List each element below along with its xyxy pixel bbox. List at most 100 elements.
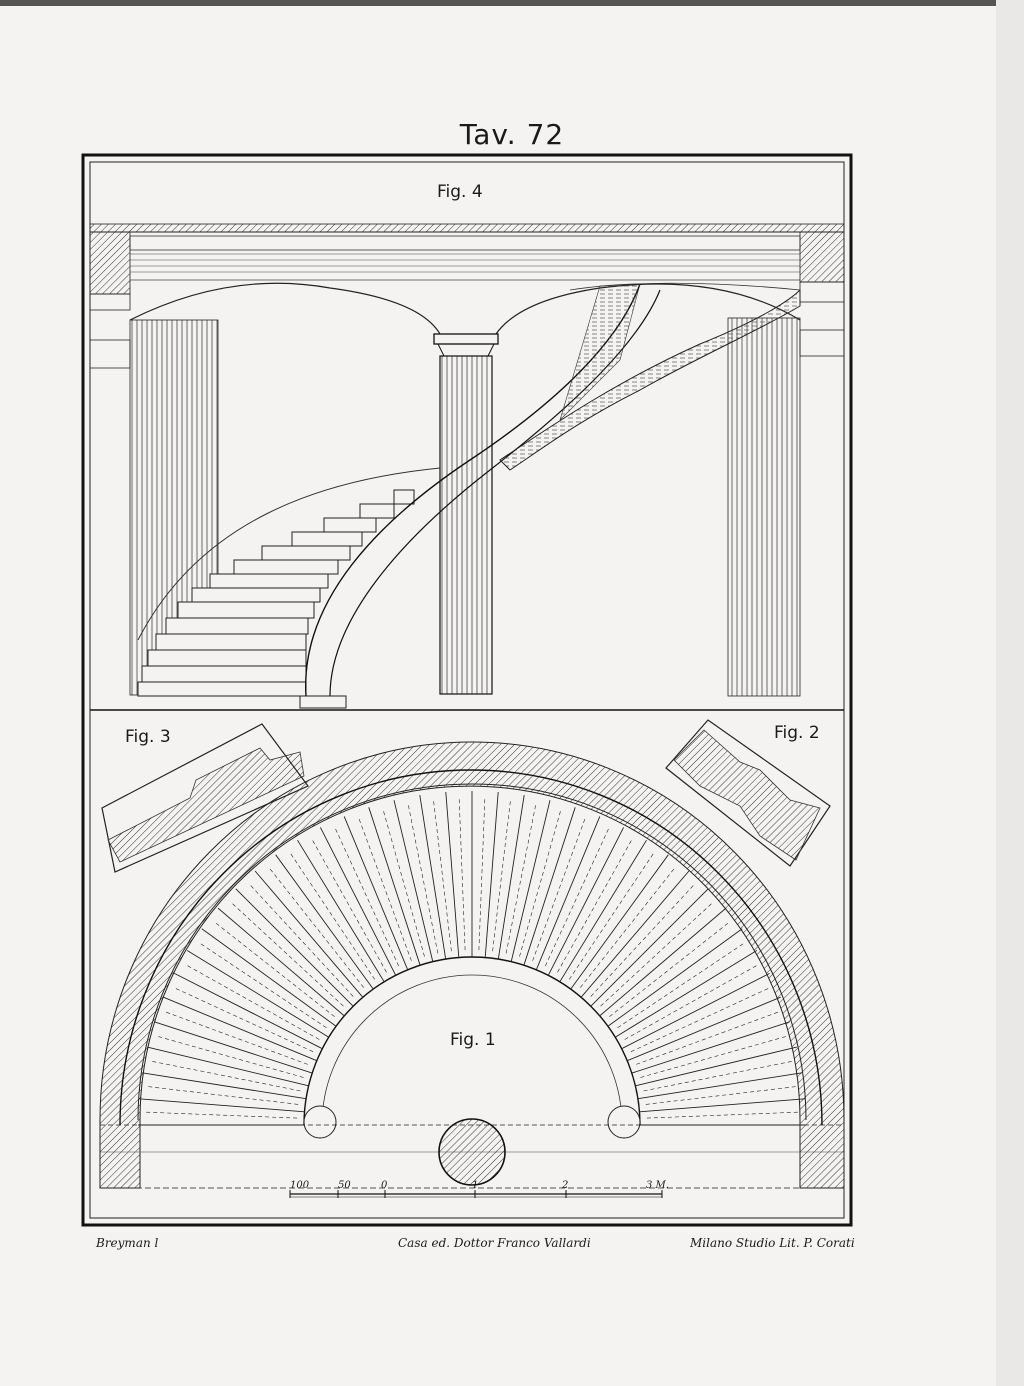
outer-frame: [81, 153, 853, 1227]
tread-line: [393, 800, 434, 962]
tread-line: [186, 950, 330, 1038]
fig2-tread-profile: [665, 719, 831, 867]
tread-nosing-line: [433, 799, 452, 952]
tread-line: [547, 827, 625, 976]
tread-line: [201, 928, 337, 1027]
scale-bar: [289, 1190, 663, 1198]
tread-line: [154, 1021, 313, 1074]
tread-nosing-line: [334, 826, 399, 967]
tread-nosing-line: [173, 987, 314, 1052]
tread-line: [275, 854, 374, 990]
tread-line: [535, 816, 601, 970]
tread-line: [559, 839, 647, 983]
tread-line: [138, 1098, 305, 1113]
tread-line: [254, 870, 364, 998]
tread-line: [484, 791, 499, 958]
tread-line: [419, 795, 447, 960]
tread-nosing-line: [199, 942, 327, 1029]
tread-line: [570, 854, 669, 990]
tread-nosing-line: [600, 902, 714, 1007]
tread-line: [235, 888, 354, 1007]
scale-label-3m: 3 M.: [646, 1180, 669, 1191]
tread-line: [174, 972, 323, 1050]
tread-line: [614, 950, 758, 1038]
tread-line: [343, 816, 409, 970]
tread-line: [147, 1046, 309, 1087]
tread-line: [590, 888, 709, 1007]
credit-lithographer: Milano Studio Lit. P. Corati: [690, 1236, 855, 1250]
fig3-label: Fig. 3: [125, 727, 171, 747]
tread-line: [319, 827, 397, 976]
tread-nosing-line: [458, 797, 466, 951]
plate-title: Tav. 72: [459, 118, 565, 151]
scale-label-0: 0: [381, 1180, 388, 1191]
tread-nosing-line: [185, 964, 320, 1040]
scale-label-100: 100: [290, 1180, 310, 1191]
fig1-plan: [99, 741, 845, 1189]
tread-nosing-line: [590, 883, 695, 997]
tread-nosing-line: [645, 1086, 798, 1105]
tread-nosing-line: [646, 1111, 800, 1119]
tread-line: [637, 1072, 802, 1100]
tread-nosing-line: [532, 817, 586, 961]
page-top-edge: [0, 0, 1024, 6]
tread-line: [580, 870, 690, 998]
tread-nosing-line: [624, 964, 759, 1040]
fig1-label: Fig. 1: [450, 1030, 496, 1050]
tread-line: [163, 996, 317, 1062]
tread-line: [510, 800, 551, 962]
tread-nosing-line: [640, 1035, 788, 1078]
tread-line: [142, 1072, 307, 1100]
tread-nosing-line: [358, 817, 412, 961]
tread-nosing-line: [568, 852, 655, 980]
tread-nosing-line: [249, 883, 354, 997]
tread-nosing-line: [609, 921, 730, 1017]
tread-nosing-line: [580, 867, 676, 988]
tread-nosing-line: [144, 1111, 298, 1119]
tread-nosing-line: [407, 803, 439, 954]
tread-nosing-line: [630, 987, 771, 1052]
tread-nosing-line: [478, 797, 486, 951]
tread-nosing-line: [146, 1086, 299, 1105]
tread-line: [635, 1046, 797, 1087]
page-right-edge: [996, 0, 1024, 1386]
tread-line: [217, 907, 345, 1017]
tread-line: [368, 807, 421, 966]
tread-nosing-line: [214, 921, 335, 1017]
tread-line: [297, 839, 385, 983]
tread-line: [599, 907, 727, 1017]
tread-nosing-line: [230, 902, 344, 1007]
scale-label-2: 2: [562, 1180, 569, 1191]
fig4-elevation: [89, 223, 845, 711]
tread-nosing-line: [617, 942, 745, 1029]
tread-nosing-line: [289, 852, 376, 980]
tread-line: [523, 807, 576, 966]
tread-nosing-line: [382, 809, 425, 957]
tread-nosing-line: [557, 838, 633, 973]
tread-nosing-line: [519, 809, 562, 957]
tread-line: [621, 972, 770, 1050]
tread-nosing-line: [156, 1035, 304, 1078]
tread-line: [639, 1098, 806, 1113]
tread-nosing-line: [164, 1011, 308, 1065]
tread-line: [445, 791, 460, 958]
scale-label-1: 1: [472, 1180, 479, 1191]
fig2-label: Fig. 2: [774, 723, 820, 743]
tread-nosing-line: [311, 838, 387, 973]
scale-label-50: 50: [338, 1180, 351, 1191]
tread-nosing-line: [505, 803, 537, 954]
tread-nosing-line: [268, 867, 364, 988]
tread-line: [497, 795, 525, 960]
fig4-label: Fig. 4: [437, 182, 483, 202]
tread-nosing-line: [636, 1011, 780, 1065]
credit-draughtsman: Breyman l: [96, 1236, 159, 1250]
inner-frame: [89, 161, 845, 1219]
tread-nosing-line: [492, 799, 511, 952]
tread-nosing-line: [545, 826, 610, 967]
tread-line: [627, 996, 781, 1062]
tread-nosing-line: [150, 1060, 301, 1092]
credit-publisher: Casa ed. Dottor Franco Vallardi: [398, 1236, 591, 1250]
tread-nosing-line: [643, 1060, 794, 1092]
